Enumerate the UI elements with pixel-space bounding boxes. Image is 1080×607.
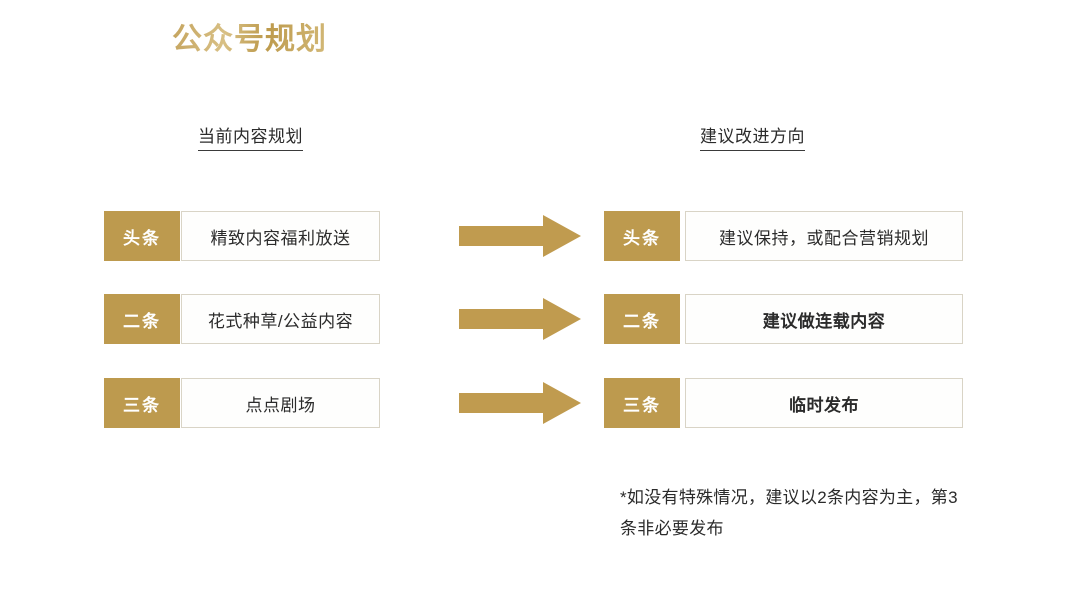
table-row: 二条 建议做连载内容 <box>604 294 963 344</box>
footnote-text: *如没有特殊情况，建议以2条内容为主，第3条非必要发布 <box>620 488 958 539</box>
page-title: 公众号规划 <box>172 14 327 58</box>
row-content-cell: 临时发布 <box>685 378 963 428</box>
row-content-cell: 花式种草/公益内容 <box>181 294 380 344</box>
row-tag-badge: 二条 <box>604 294 680 344</box>
row-tag-badge: 头条 <box>604 211 680 261</box>
table-row: 三条 点点剧场 <box>104 378 380 428</box>
row-content-cell: 点点剧场 <box>181 378 380 428</box>
right-arrow-icon <box>459 215 581 257</box>
row-tag-badge: 三条 <box>104 378 180 428</box>
column-header-suggested: 建议改进方向 <box>700 122 805 151</box>
row-tag-badge: 头条 <box>104 211 180 261</box>
right-arrow-icon <box>459 382 581 424</box>
row-tag-badge: 三条 <box>604 378 680 428</box>
row-tag-badge: 二条 <box>104 294 180 344</box>
row-content-cell: 建议做连载内容 <box>685 294 963 344</box>
table-row: 头条 精致内容福利放送 <box>104 211 380 261</box>
row-content-cell: 建议保持，或配合营销规划 <box>685 211 963 261</box>
table-row: 头条 建议保持，或配合营销规划 <box>604 211 963 261</box>
row-content-cell: 精致内容福利放送 <box>181 211 380 261</box>
table-row: 二条 花式种草/公益内容 <box>104 294 380 344</box>
right-arrow-icon <box>459 298 581 340</box>
column-header-current: 当前内容规划 <box>198 122 303 151</box>
table-row: 三条 临时发布 <box>604 378 963 428</box>
